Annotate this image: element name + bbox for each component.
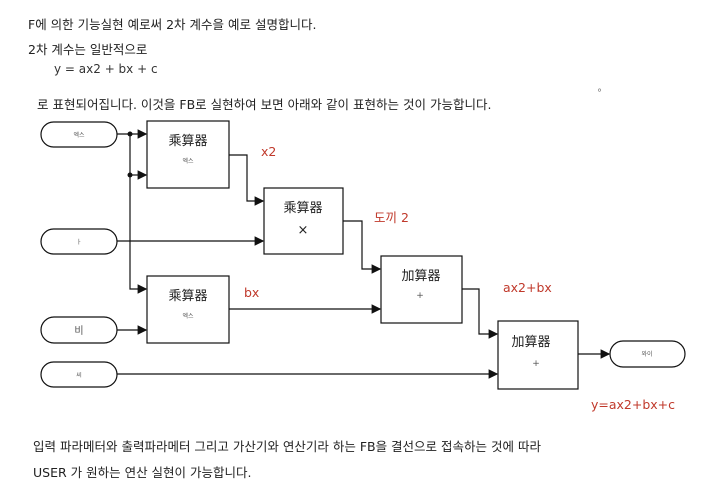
wire-add1-add2 <box>462 288 499 339</box>
output-y[interactable]: 와이 <box>609 340 686 368</box>
plus-symbol: + <box>416 291 424 301</box>
block-mult1[interactable]: 乘算器 엑스 <box>146 120 230 189</box>
degree-mark: ° <box>597 88 602 99</box>
annotation-bx: bx <box>244 285 259 300</box>
annotation-ax2-bx: ax2+bx <box>503 280 552 295</box>
plus-symbol: + <box>532 359 540 369</box>
annotation-result: y=ax2+bx+c <box>591 397 675 412</box>
intro-line-2: 2차 계수는 일반적으로 <box>28 42 148 57</box>
block-add2[interactable]: 加算器 + <box>497 320 579 390</box>
wire-x-mult3 <box>129 134 148 294</box>
block-title: 乘算器 <box>168 289 207 304</box>
input-a-label: ㅏ <box>76 239 82 246</box>
block-mult3[interactable]: 乘算器 엑스 <box>146 275 230 344</box>
input-c[interactable]: 씨 <box>40 361 118 388</box>
annotation-ax2: 도끼 2 <box>374 210 409 225</box>
block-title: 乘算器 <box>168 134 207 149</box>
wire-mult1-mult2 <box>229 154 265 206</box>
block-sub: 엑스 <box>182 158 194 165</box>
block-title: 乘算器 <box>283 201 322 216</box>
block-mult2[interactable]: 乘算器 × <box>263 187 344 255</box>
block-sub: 엑스 <box>182 313 194 320</box>
formula: y = ax2 + bx + c <box>54 62 158 76</box>
junction-dot <box>127 172 133 178</box>
input-x-label: 엑스 <box>73 132 85 139</box>
intro-line-1: F에 의한 기능실현 예로써 2차 계수을 예로 설명합니다. <box>28 17 317 32</box>
annotation-x2: x2 <box>261 144 276 159</box>
output-y-label: 와이 <box>641 350 652 358</box>
input-x[interactable]: 엑스 <box>40 121 118 148</box>
block-title: 加算器 <box>401 269 440 284</box>
junction-dot <box>127 131 133 137</box>
input-c-label: 씨 <box>76 372 82 379</box>
conclusion-line-2: USER 가 원하는 연산 실현이 가능합니다. <box>33 465 252 480</box>
conclusion-line-1: 입력 파라메터와 출력파라메터 그리고 가산기와 연산기라 하는 FB을 결선으… <box>33 439 541 454</box>
input-b-label: 비 <box>74 325 83 337</box>
wires <box>117 129 611 379</box>
block-add1[interactable]: 加算器 + <box>380 255 463 324</box>
block-title: 加算器 <box>511 335 550 350</box>
input-a[interactable]: ㅏ <box>40 228 118 255</box>
intro-line-3: 로 표현되어집니다. 이것을 FB로 실현하여 보면 아래와 같이 표현하는 것… <box>37 97 492 112</box>
wire-mult2-add1 <box>343 220 382 274</box>
input-b[interactable]: 비 <box>40 316 118 344</box>
multiply-symbol: × <box>298 223 309 238</box>
